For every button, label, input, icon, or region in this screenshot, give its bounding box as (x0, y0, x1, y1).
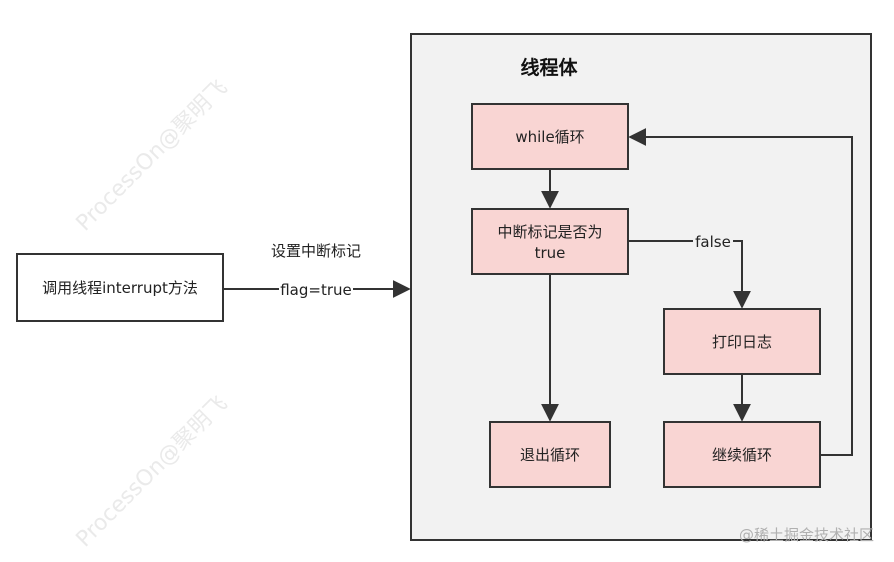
edge-continue-to-while (628, 128, 853, 456)
watermark-text: ProcessOn@聚明飞 (72, 391, 233, 552)
edge-check-to-print-log (629, 240, 751, 309)
watermark-text: ProcessOn@聚明飞 (72, 75, 233, 236)
node-continue-loop[interactable]: 继续循环 (663, 421, 821, 488)
node-exit-loop-box (489, 421, 611, 488)
node-while-loop-label: while循环 (515, 128, 584, 146)
edge-false-label: false (695, 233, 731, 251)
edge-false-label-bg (693, 232, 733, 252)
edge-flag-label-bg (279, 278, 353, 300)
node-exit-loop[interactable]: 退出循环 (489, 421, 611, 488)
footer-credit: @稀土掘金技术社区 (739, 526, 874, 544)
node-while-loop-box (471, 103, 629, 170)
node-continue-loop-box (663, 421, 821, 488)
node-print-log-label: 打印日志 (712, 333, 772, 351)
node-check-label-line1: 中断标记是否为 (497, 223, 602, 241)
node-print-log-box (663, 308, 821, 375)
container-title: 线程体 (520, 56, 578, 79)
node-start-box (16, 253, 224, 322)
node-while-loop[interactable]: while循环 (471, 103, 629, 170)
edge-set-flag-label: 设置中断标记 (271, 242, 361, 260)
node-print-log[interactable]: 打印日志 (663, 308, 821, 375)
node-exit-loop-label: 退出循环 (520, 446, 580, 464)
node-check-label-line2: true (535, 244, 566, 262)
node-check-interrupt[interactable]: 中断标记是否为 true (471, 208, 629, 275)
node-start-label: 调用线程interrupt方法 (42, 279, 198, 297)
node-check-interrupt-box (471, 208, 629, 275)
node-continue-loop-label: 继续循环 (712, 446, 772, 464)
edge-flag-label: flag=true (280, 281, 352, 299)
node-start[interactable]: 调用线程interrupt方法 (16, 253, 224, 322)
